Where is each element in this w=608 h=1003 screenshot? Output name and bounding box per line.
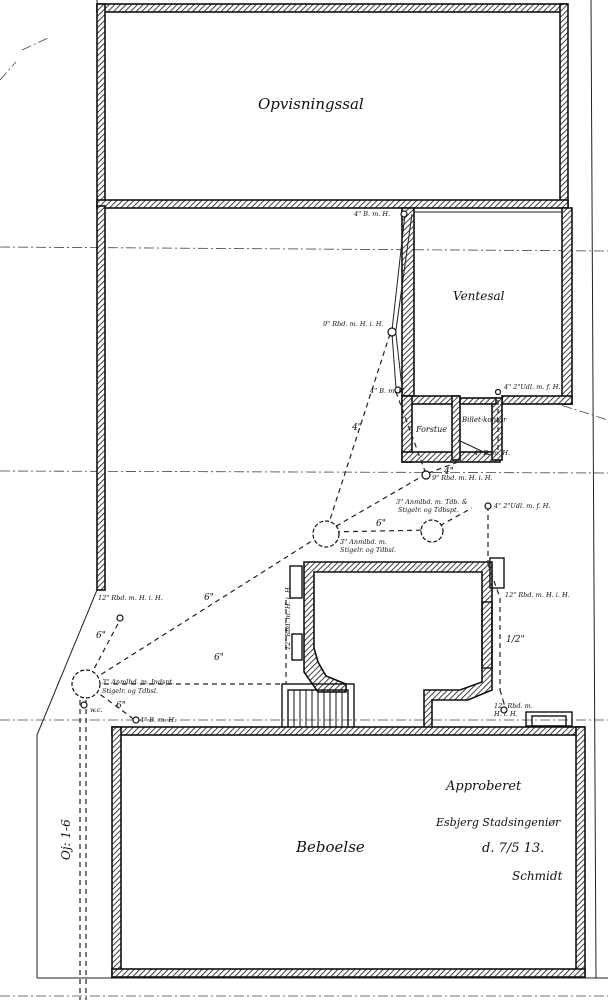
pipe-note: Stigelr. og Tdbsl. [102, 687, 158, 695]
node-lower [394, 386, 402, 394]
pipe-size: 4" [351, 423, 362, 433]
node-southeast [500, 706, 508, 714]
pipe-sizes: 6" 6" 6" 6" 4" 6" 4" 1/2" [96, 423, 525, 711]
room-forstue: Forstue [415, 425, 447, 434]
pipe-size: 6" [376, 519, 386, 529]
pipe-size: 1/2" [506, 635, 525, 645]
pipe-note: 4" B. m. H. [353, 210, 390, 218]
pipe-size: 6" [214, 653, 224, 663]
wall-forstue [401, 395, 503, 463]
well-main [312, 520, 340, 548]
pipe-note: 4" B. m. H. [139, 716, 176, 724]
pipe-notes: 4" B. m. H. 9" Rbd. m. H. i. H. 4" B. m.… [90, 210, 570, 724]
pipe-note: 4" B. m. H. [473, 449, 510, 457]
room-beboelse: Beboelse [295, 838, 365, 856]
pipe-note: H. i. H. [493, 710, 518, 718]
survey-lines [0, 37, 608, 997]
node-wc [80, 701, 88, 709]
pipe-size: 6" [204, 593, 214, 603]
approval-line-2: Esbjerg Stadsingeniør [435, 816, 561, 829]
approval-line-4: Schmidt [512, 869, 563, 883]
pipe-note: 12" Rbd. m. H. i. H. [505, 591, 570, 599]
node-southwest [132, 716, 140, 724]
dimension-label: Oj: 1-6 [59, 819, 73, 860]
pipe-size: 6" [116, 701, 126, 711]
pipe-note: 12" Rbd. m. [494, 702, 533, 710]
pipe-size: 6" [96, 631, 106, 641]
wall-courtyard-building [289, 557, 505, 731]
pipe-note: 4" 2"Udl. m. f. H. [493, 502, 551, 510]
pipe-size: 4" [443, 467, 454, 477]
lot-boundary [36, 0, 608, 979]
node-east [484, 502, 492, 510]
pipe-note: 9" Rbd. m. H. i. H. [432, 474, 493, 482]
pipe-note: 4" 2"Udl. m. f. H. [503, 383, 561, 391]
pipe-note: w.c. [90, 706, 103, 714]
approval-line-1: Approberet [445, 779, 522, 794]
pipe-note: Stigelr. og Tdbsl. [340, 546, 396, 554]
node-right [494, 388, 502, 396]
room-ventesal: Ventesal [453, 289, 505, 303]
wells [71, 210, 508, 724]
pipe-note: 12" Rbd. m. H. i. H. [284, 585, 292, 650]
pipe-note: 3" Anmlbd. m. Indspt. [102, 678, 174, 686]
pipe-note: 3" Anmlbd. m. [340, 538, 387, 546]
room-opvisningssal: Opvisningssal [258, 95, 364, 113]
pipe-note: Stigelr. og Tdbspt. [398, 506, 459, 514]
well-left [71, 669, 101, 699]
approval-line-3: d. 7/5 13. [482, 841, 544, 856]
well-right [420, 519, 444, 543]
drain-runs [79, 213, 507, 1000]
node-top-corner [400, 210, 408, 218]
room-billet-kontor: Billet-kontor [461, 416, 507, 424]
wall-beboelse [111, 711, 586, 978]
pipe-note: 4" B. m. H. [369, 387, 406, 395]
pipe-note: 9" Rbd. m. H. i. H. [323, 320, 384, 328]
pipe-note: 3" Anmlbd. m. Tdb. & [396, 498, 468, 506]
node-west [116, 614, 124, 622]
pipe-note: 12" Rbd. m. H. i. H. [98, 594, 163, 602]
approval-stamp: Approberet Esbjerg Stadsingeniør d. 7/5 … [435, 779, 563, 883]
node-ventesal [387, 327, 397, 337]
node-forstue [421, 470, 431, 480]
